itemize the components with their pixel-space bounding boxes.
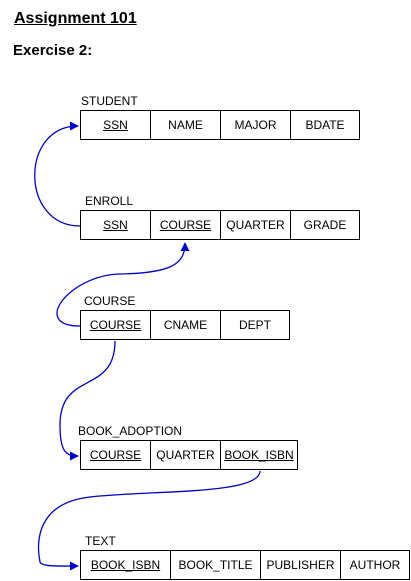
- attr-text-book-title: BOOK_TITLE: [171, 551, 261, 579]
- attr-course-course: COURSE: [81, 311, 151, 339]
- attr-course-cname: CNAME: [151, 311, 221, 339]
- table-name-book-adoption: BOOK_ADOPTION: [78, 424, 183, 438]
- relation-student: SSN NAME MAJOR BDATE: [80, 110, 360, 140]
- attr-enroll-grade: GRADE: [303, 218, 347, 232]
- relation-course: COURSE CNAME DEPT: [80, 310, 290, 340]
- attr-text-publisher: PUBLISHER: [261, 551, 341, 579]
- attr-student-major: MAJOR: [221, 111, 291, 139]
- table-name-enroll: ENROLL: [85, 194, 134, 208]
- attr-student-name: NAME: [151, 111, 221, 139]
- attr-student-bdate: BDATE: [305, 118, 345, 132]
- table-name-student: STUDENT: [81, 94, 138, 108]
- relation-enroll: SSN COURSE QUARTER GRADE: [80, 210, 360, 240]
- relation-text: BOOK_ISBN BOOK_TITLE PUBLISHER AUTHOR: [80, 550, 410, 580]
- table-name-text: TEXT: [85, 534, 116, 548]
- link-course-to-book-adoption-course: [59, 340, 116, 461]
- attr-enroll-quarter: QUARTER: [221, 211, 291, 239]
- attr-book-adoption-course: COURSE: [81, 441, 151, 469]
- attr-course-dept: DEPT: [238, 318, 271, 332]
- attr-book-adoption-quarter: QUARTER: [151, 441, 221, 469]
- link-enroll-ssn-to-student-ssn: [34, 121, 81, 227]
- attr-enroll-course: COURSE: [151, 211, 221, 239]
- attr-text-author: AUTHOR: [349, 558, 401, 572]
- table-name-course: COURSE: [84, 294, 136, 308]
- attr-student-ssn: SSN: [81, 111, 151, 139]
- exercise-heading: Exercise 2:: [13, 42, 93, 59]
- attr-text-book-isbn: BOOK_ISBN: [81, 551, 171, 579]
- attr-book-adoption-book-isbn: BOOK_ISBN: [224, 448, 294, 462]
- attr-enroll-ssn: SSN: [81, 211, 151, 239]
- relation-book-adoption: COURSE QUARTER BOOK_ISBN: [80, 440, 298, 470]
- page-title: Assignment 101: [14, 10, 137, 27]
